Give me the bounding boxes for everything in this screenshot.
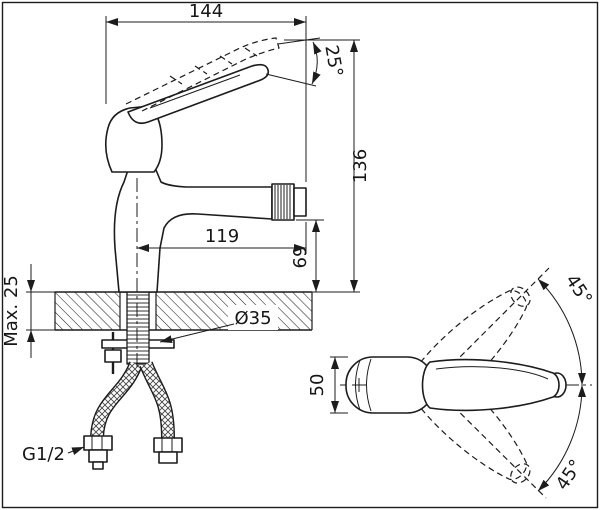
front-view: 144 25° 136 69 119 Max. 2 — [1, 1, 371, 470]
swing-line-lower — [431, 384, 547, 499]
handle-raised-dashed — [125, 37, 280, 113]
aerator — [271, 183, 307, 221]
dim-body-width: 50 — [307, 374, 328, 397]
hose-connector-right — [153, 437, 183, 464]
swing-line-upper — [431, 267, 550, 386]
supply-hoses — [83, 361, 183, 470]
dim-hole-diameter: Ø35 — [234, 308, 271, 329]
dim-spout-reach: 119 — [205, 226, 239, 247]
dimensions-front: 144 25° 136 69 119 Max. 2 — [1, 1, 371, 465]
body-detail-arc-2 — [366, 358, 372, 412]
faucet-body — [113, 169, 273, 293]
fixing-nut — [104, 349, 122, 363]
dim-hole-label-backing — [228, 305, 278, 330]
dim-connection-thread: G1/2 — [22, 444, 65, 465]
deck-hatch-left — [55, 292, 120, 330]
dim-deck-thickness: Max. 25 — [1, 275, 22, 347]
faucet-front — [104, 37, 307, 372]
hose-left-braid — [91, 361, 142, 439]
dim-spout-height: 69 — [290, 246, 311, 269]
dim-overall-height: 136 — [350, 149, 371, 183]
hose-connector-left — [83, 435, 113, 470]
hose-right-braid — [140, 361, 174, 439]
dim-overall-width: 144 — [189, 1, 223, 22]
threaded-shank — [126, 291, 150, 365]
handle-lever — [127, 63, 270, 125]
lever-detail-line — [149, 74, 241, 109]
